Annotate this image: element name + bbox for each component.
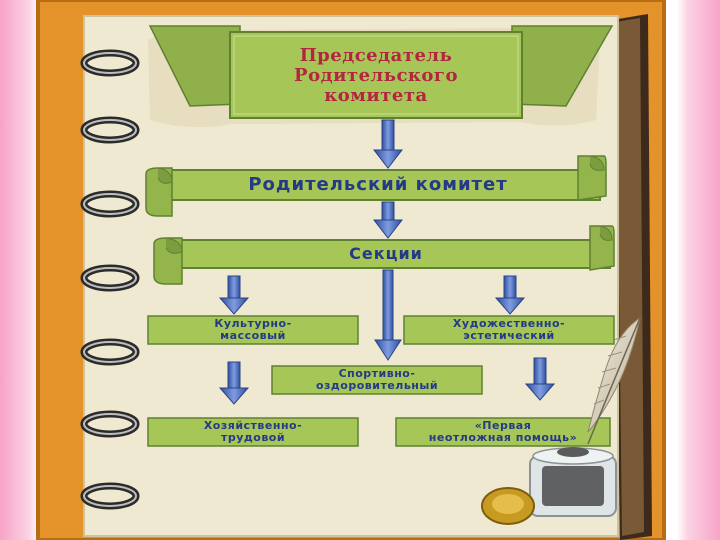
section-box-sports <box>271 365 483 395</box>
spiral-rings <box>80 49 140 510</box>
arrow-to-cultural <box>218 275 250 315</box>
section-box-artistic <box>403 315 615 345</box>
section-label-household: Хозяйственно- трудовой <box>203 418 303 444</box>
section-label-first-aid: «Первая неотложная помощь» <box>428 418 578 444</box>
arrow-to-artistic <box>494 275 526 315</box>
section-box-cultural <box>147 315 359 345</box>
quill-feather-icon <box>587 316 641 445</box>
section-label-cultural: Культурно- массовый <box>214 316 292 342</box>
section-label-artistic: Художественно- эстетический <box>452 316 566 342</box>
diagram-title: Председатель Родительского комитета <box>294 45 458 106</box>
section-box-first-aid <box>395 417 611 447</box>
gold-coin-icon <box>481 487 535 525</box>
sections-scroll <box>153 225 615 285</box>
section-label-sports: Спортивно- оздоровительный <box>315 366 439 392</box>
arrow-committee-to-sections <box>372 201 404 239</box>
sections-label: Секции <box>349 244 423 264</box>
committee-label: Родительский комитет <box>248 174 508 196</box>
arrow-to-household <box>218 361 250 405</box>
section-box-household <box>147 417 359 447</box>
arrow-sections-to-sports <box>374 269 402 361</box>
inkwell-icon <box>529 447 617 517</box>
title-banner <box>148 25 614 119</box>
committee-scroll <box>145 155 607 217</box>
arrow-title-to-committee <box>372 119 404 169</box>
arrow-to-first-aid <box>524 357 556 401</box>
